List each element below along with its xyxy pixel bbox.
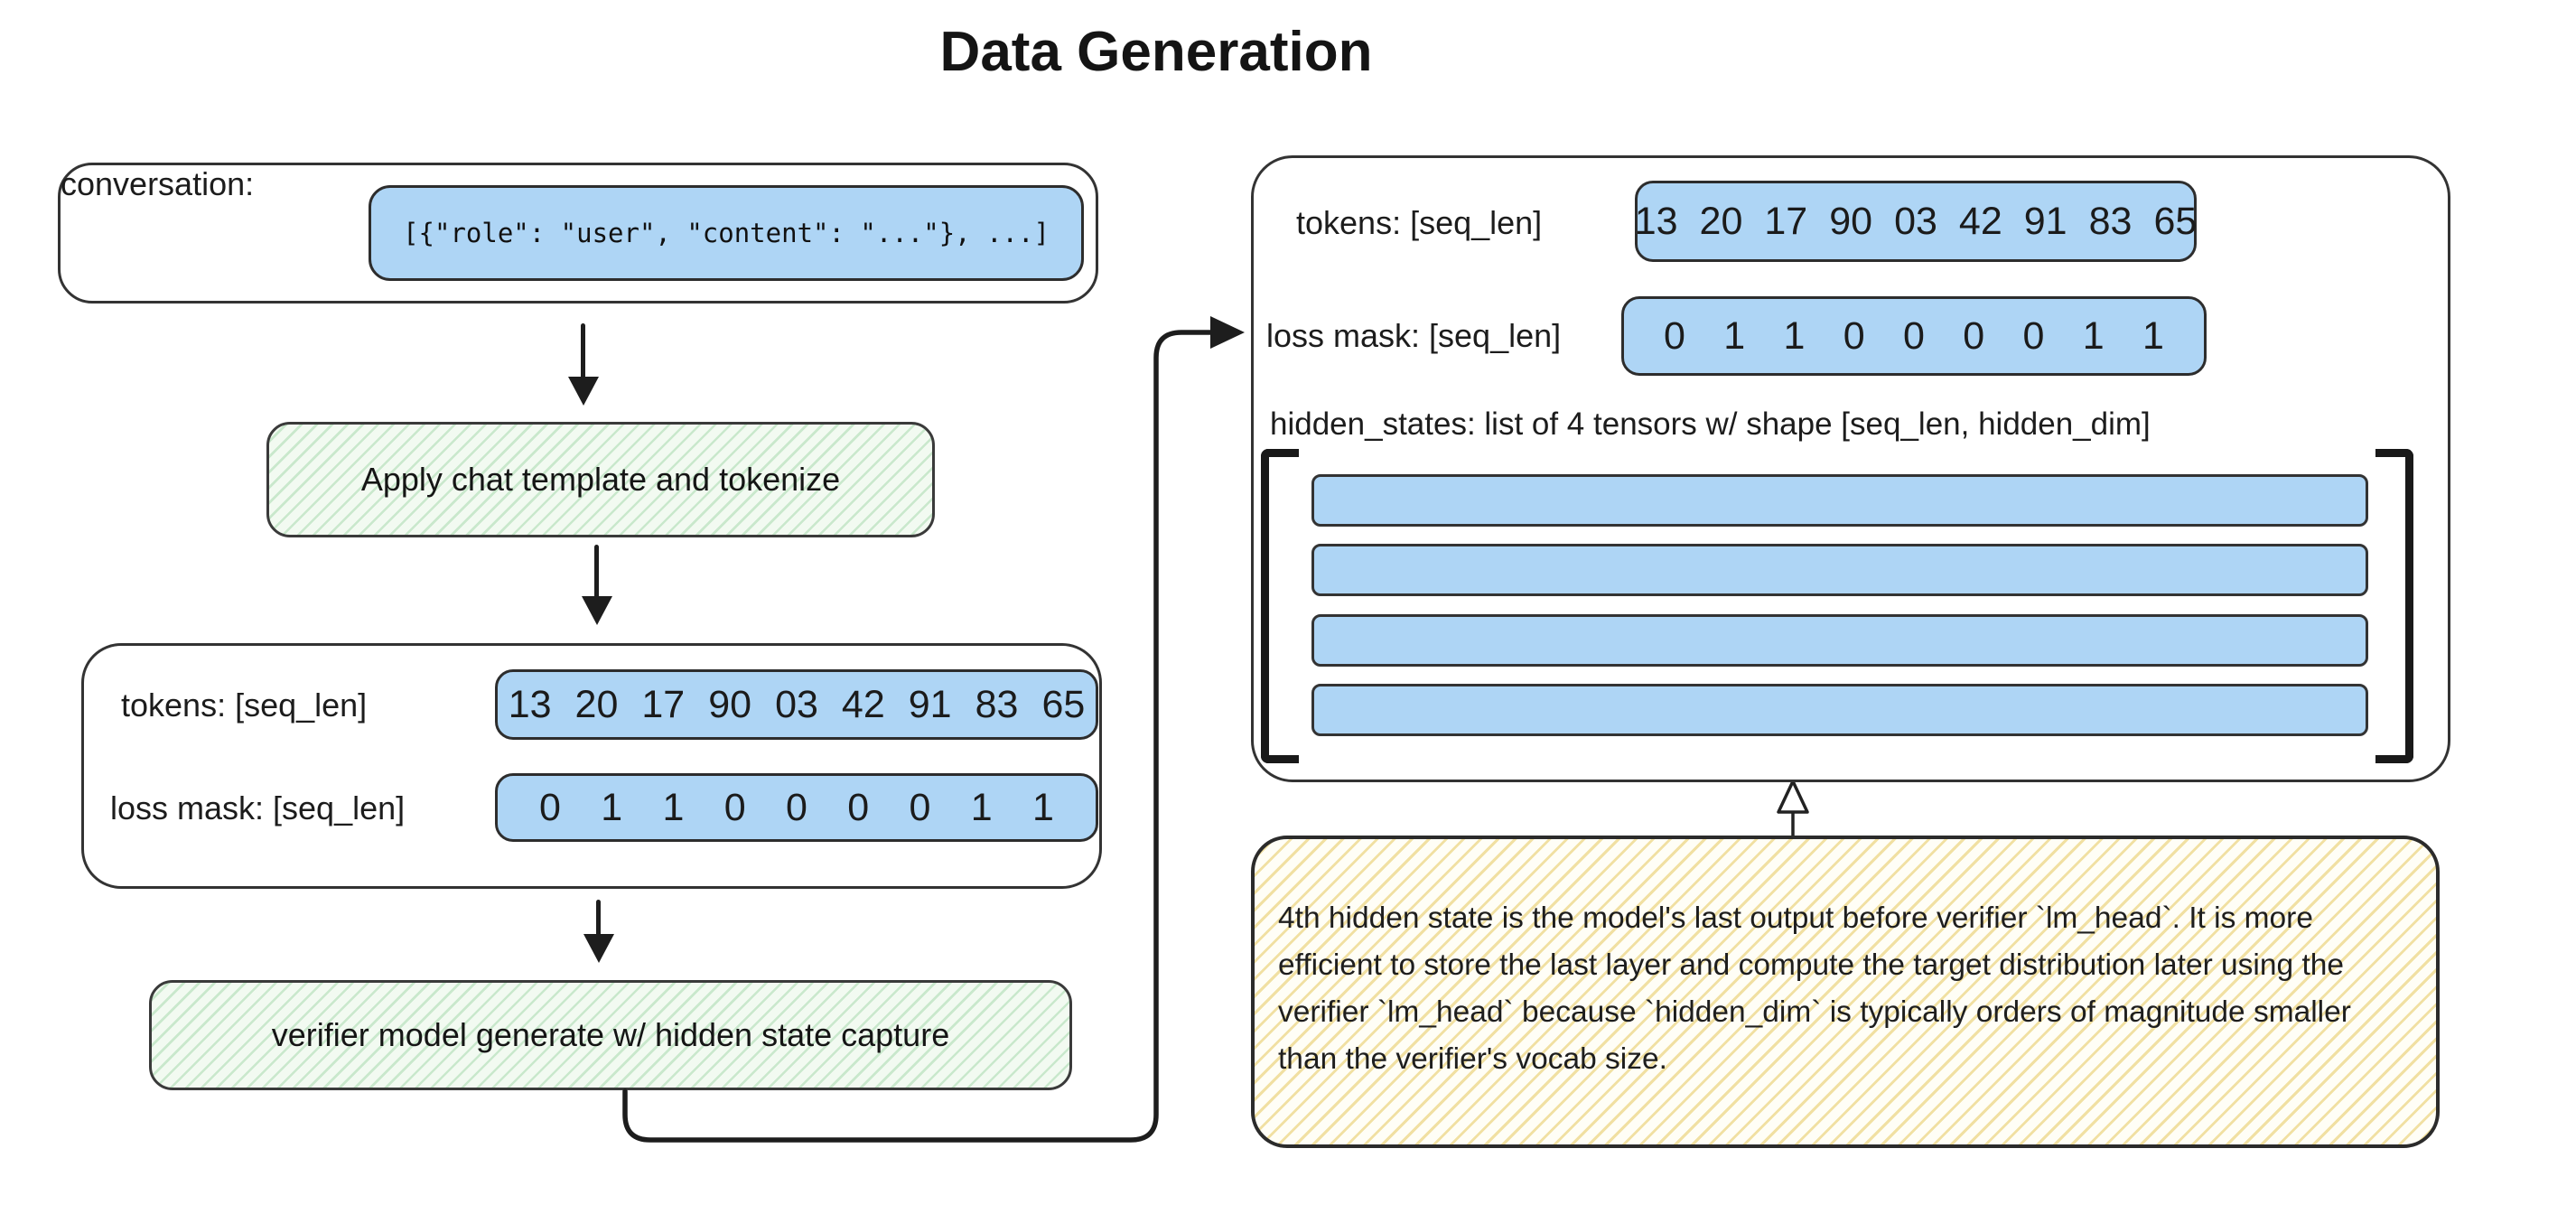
mask-value: 1 xyxy=(970,785,993,829)
mask-value: 1 xyxy=(662,785,685,829)
hidden-states-label: hidden_states: list of 4 tensors w/ shap… xyxy=(1270,406,2151,442)
down-arrowhead-icon xyxy=(568,377,599,406)
token-value: 83 xyxy=(975,682,1019,726)
mask-value: 0 xyxy=(539,785,561,829)
note-up-arrowhead-icon xyxy=(1777,780,1809,814)
note-text: 4th hidden state is the model's last out… xyxy=(1278,901,2351,1077)
diagram-title: Data Generation xyxy=(939,21,1373,83)
down-arrow-icon xyxy=(594,545,599,599)
hidden-state-bar xyxy=(1311,474,2368,527)
token-value: 65 xyxy=(1041,682,1086,726)
token-value: 03 xyxy=(775,682,818,726)
token-value: 20 xyxy=(574,682,619,726)
token-value: 13 xyxy=(1634,199,1678,243)
hidden-state-bar xyxy=(1311,613,2368,667)
tokens-pill: 13 20 17 90 03 42 91 83 65 xyxy=(495,669,1098,740)
mask-value: 1 xyxy=(601,785,623,829)
token-value: 17 xyxy=(641,682,686,726)
token-value: 90 xyxy=(708,682,752,726)
hidden-state-bar xyxy=(1311,544,2368,597)
token-value: 65 xyxy=(2153,199,2198,243)
conversation-code: [{"role": "user", "content": "..."}, ...… xyxy=(403,218,1050,248)
mask-value: 0 xyxy=(1843,313,1865,358)
mask-value: 0 xyxy=(1963,313,1985,358)
down-arrowhead-icon xyxy=(582,596,612,625)
mask-value: 0 xyxy=(723,785,746,829)
mask-value: 1 xyxy=(2082,313,2105,358)
token-value: 42 xyxy=(1958,199,2002,243)
down-arrow-icon xyxy=(596,900,601,938)
step-apply-chat-template: Apply chat template and tokenize xyxy=(266,422,935,537)
tokens-label: tokens: [seq_len] xyxy=(121,686,368,724)
loss-mask-label: loss mask: [seq_len] xyxy=(110,789,406,826)
elbow-connector-arrowhead-icon xyxy=(1210,316,1245,349)
right-bracket-icon xyxy=(2375,449,2413,763)
hidden-state-tensor-list xyxy=(1311,474,2368,736)
mask-value: 1 xyxy=(1723,313,1746,358)
mask-value: 0 xyxy=(847,785,870,829)
mask-value: 1 xyxy=(2142,313,2164,358)
token-value: 42 xyxy=(841,682,885,726)
token-value: 83 xyxy=(2088,199,2133,243)
conversation-label: conversation: xyxy=(61,165,255,202)
note-box: 4th hidden state is the model's last out… xyxy=(1251,836,2440,1148)
step-verifier-generate: verifier model generate w/ hidden state … xyxy=(149,980,1072,1090)
token-value: 17 xyxy=(1764,199,1808,243)
loss-mask-label: loss mask: [seq_len] xyxy=(1266,317,1562,354)
mask-value: 0 xyxy=(786,785,807,829)
left-bracket-icon xyxy=(1261,449,1299,763)
conversation-code-pill: [{"role": "user", "content": "..."}, ...… xyxy=(369,185,1084,281)
token-value: 20 xyxy=(1699,199,1743,243)
tokens-pill: 13 20 17 90 03 42 91 83 65 xyxy=(1635,181,2197,262)
down-arrow-icon xyxy=(581,323,585,379)
down-arrowhead-icon xyxy=(583,934,614,963)
mask-value: 1 xyxy=(1783,313,1806,358)
token-value: 03 xyxy=(1894,199,1937,243)
hidden-state-bar xyxy=(1311,683,2368,736)
token-value: 90 xyxy=(1829,199,1873,243)
mask-value: 0 xyxy=(2022,313,2045,358)
mask-value: 0 xyxy=(1903,313,1925,358)
mask-value: 0 xyxy=(1664,313,1685,358)
token-value: 91 xyxy=(2023,199,2067,243)
mask-value: 1 xyxy=(1032,785,1054,829)
tokens-label: tokens: [seq_len] xyxy=(1296,204,1543,241)
token-value: 91 xyxy=(908,682,952,726)
token-value: 13 xyxy=(508,682,552,726)
mask-value: 0 xyxy=(909,785,931,829)
